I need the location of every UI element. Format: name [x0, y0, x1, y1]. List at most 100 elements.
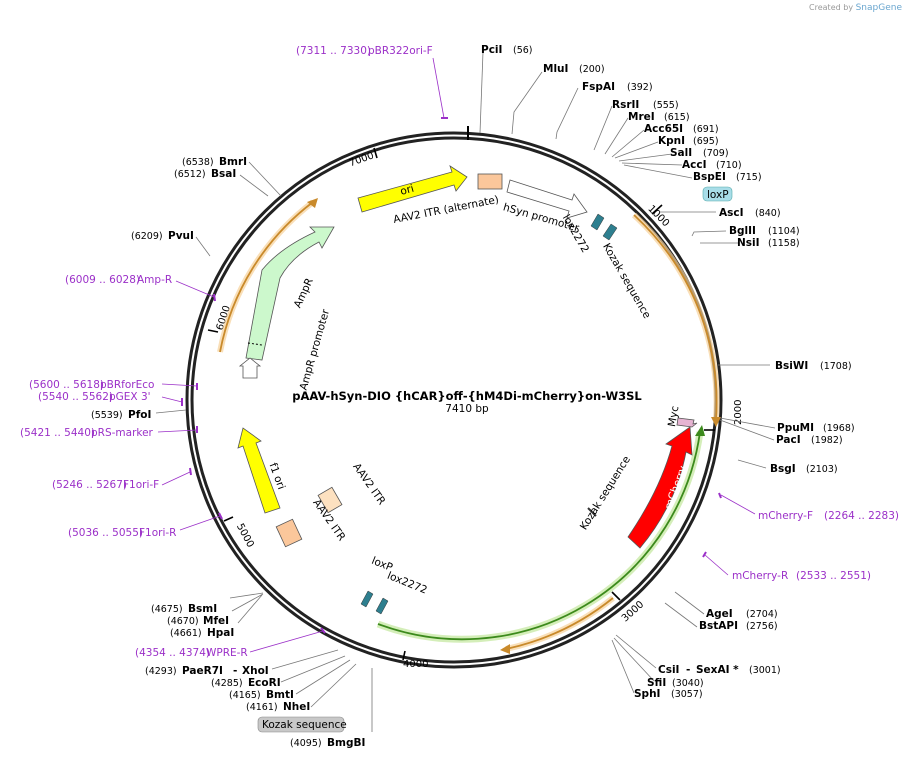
tick-2000: 2000 [733, 400, 744, 425]
enzyme-bglii[interactable]: BglII [729, 225, 756, 237]
enzyme-csii-sep: - [686, 664, 690, 676]
kozak-mid-label: Kozak sequence [578, 454, 633, 532]
enzyme-bstapi-pos: (2756) [746, 621, 778, 632]
primer-pbr322ori-f-range: (7311 .. 7330) [296, 45, 371, 57]
ampr-promoter-feature [238, 357, 262, 379]
primer-pgex3-range: (5540 .. 5562) [38, 391, 113, 403]
enzyme-bmri[interactable]: BmrI [219, 156, 247, 168]
enzyme-bsmi[interactable]: BsmI [188, 603, 217, 615]
enzyme-leaders [155, 51, 776, 732]
enzyme-agei[interactable]: AgeI [706, 608, 733, 620]
kozak-badge[interactable] [257, 716, 345, 733]
primer-wpre-r[interactable]: WPRE-R [206, 647, 248, 659]
enzyme-kpni[interactable]: KpnI [658, 135, 685, 147]
enzyme-rsrii[interactable]: RsrII [612, 99, 639, 111]
enzyme-ppumi[interactable]: PpuMI [777, 422, 814, 434]
loxp-badge[interactable] [702, 186, 733, 202]
enzyme-bstapi[interactable]: BstAPI [699, 620, 738, 632]
enzyme-csii[interactable]: CsiI [658, 664, 679, 676]
enzyme-bsai[interactable]: BsaI [211, 168, 236, 180]
enzyme-sfii[interactable]: SfiI [647, 677, 666, 689]
enzyme-xhoi[interactable]: XhoI [242, 665, 269, 677]
enzyme-sali[interactable]: SalI [670, 147, 692, 159]
enzyme-labels: PciI (56) MluI (200) FspAI (392) RsrII (… [91, 44, 855, 749]
enzyme-acci[interactable]: AccI [682, 159, 706, 171]
enzyme-pcii[interactable]: PciI [481, 44, 502, 56]
primer-pbr322ori-f[interactable]: pBR322ori-F [368, 45, 433, 57]
primer-pgex3[interactable]: pGEX 3' [109, 391, 151, 403]
enzyme-acci-pos: (710) [716, 160, 742, 171]
myc-feature [676, 417, 698, 428]
primer-f1ori-f-range: (5246 .. 5267) [52, 479, 127, 491]
itr-a-label: AAV2 ITR [350, 461, 387, 507]
enzyme-fspai[interactable]: FspAI [582, 81, 615, 93]
tick-3000: 3000 [620, 599, 646, 624]
ampr-feature [245, 226, 335, 361]
enzyme-sexai-pos: (3001) [749, 665, 781, 676]
primer-leaders [157, 57, 756, 653]
snapgene-credit: Created by SnapGene [809, 3, 902, 13]
enzyme-sphi-pos: (3057) [671, 689, 703, 700]
enzyme-sali-pos: (709) [703, 148, 729, 159]
enzyme-nsii[interactable]: NsiI [737, 237, 760, 249]
backbone-outer [185, 131, 723, 669]
enzyme-hpai[interactable]: HpaI [207, 627, 234, 639]
ampr-label: AmpR [292, 276, 316, 310]
lox2272-bottom-label: lox2272 [385, 570, 428, 597]
enzyme-paer7i-sep: - [233, 665, 237, 677]
enzyme-acc65i-pos: (691) [693, 124, 719, 135]
tick-4000: 4000 [403, 659, 428, 670]
enzyme-kpni-pos: (695) [693, 136, 719, 147]
enzyme-pvui-pos: (6209) [131, 231, 163, 242]
lox2272-top-feature [590, 213, 605, 231]
enzyme-sexai[interactable]: SexAI * [696, 664, 739, 676]
enzyme-bspei[interactable]: BspEI [693, 171, 726, 183]
primer-amp-r[interactable]: Amp-R [137, 274, 172, 286]
primer-mcherry-r[interactable]: mCherry-R [732, 570, 788, 582]
enzyme-pfoi-pos: (5539) [91, 410, 123, 421]
myc-label: Myc [666, 405, 682, 428]
enzyme-ppumi-pos: (1968) [823, 423, 855, 434]
primer-prs-marker[interactable]: pRS-marker [91, 427, 154, 439]
enzyme-nsii-pos: (1158) [768, 238, 800, 249]
enzyme-paci[interactable]: PacI [776, 434, 801, 446]
enzyme-pfoi[interactable]: PfoI [128, 409, 151, 421]
enzyme-paer7i-pos: (4293) [145, 666, 177, 677]
primer-f1ori-f[interactable]: F1ori-F [123, 479, 159, 491]
position-ticks [207, 147, 715, 661]
primer-mcherry-f-range: (2264 .. 2283) [824, 510, 899, 522]
kozak-badge-label: Kozak sequence [262, 719, 347, 731]
enzyme-paer7i[interactable]: PaeR7I [182, 665, 223, 677]
primer-mcherry-f[interactable]: mCherry-F [758, 510, 813, 522]
primer-mcherry-r-range: (2533 .. 2551) [796, 570, 871, 582]
enzyme-mfei-pos: (4670) [167, 616, 199, 627]
ampr-promoter-label: AmpR promoter [298, 307, 333, 391]
enzyme-bmti[interactable]: BmtI [266, 689, 294, 701]
primer-f1ori-r-range: (5036 .. 5055) [68, 527, 143, 539]
credit-prefix: Created by [809, 3, 854, 12]
enzyme-mrei[interactable]: MreI [628, 111, 655, 123]
primer-pbrforeco-range: (5600 .. 5618) [29, 379, 104, 391]
primer-pbrforeco[interactable]: pBRforEco [100, 379, 154, 391]
enzyme-bmgbi-pos: (4095) [290, 738, 322, 749]
enzyme-bsai-pos: (6512) [174, 169, 206, 180]
primer-wpre-r-range: (4354 .. 4374) [135, 647, 210, 659]
enzyme-acc65i[interactable]: Acc65I [644, 123, 683, 135]
enzyme-bmgbi[interactable]: BmgBI [327, 737, 365, 749]
enzyme-mlui-pos: (200) [579, 64, 605, 75]
enzyme-bsgi[interactable]: BsgI [770, 463, 796, 475]
loxp-bottom-feature [360, 590, 374, 608]
enzyme-sphi[interactable]: SphI [634, 688, 660, 700]
enzyme-bsiwi-pos: (1708) [820, 361, 852, 372]
enzyme-mfei[interactable]: MfeI [203, 615, 229, 627]
primer-f1ori-r[interactable]: F1ori-R [139, 527, 176, 539]
enzyme-bsiwi[interactable]: BsiWI [775, 360, 808, 372]
enzyme-nhei[interactable]: NheI [283, 701, 310, 713]
enzyme-asci[interactable]: AscI [719, 207, 744, 219]
enzyme-mlui[interactable]: MluI [543, 63, 568, 75]
enzyme-ecori[interactable]: EcoRI [248, 677, 281, 689]
enzyme-bsgi-pos: (2103) [806, 464, 838, 475]
itr-alt-feature [477, 173, 503, 190]
enzyme-pvui[interactable]: PvuI [168, 230, 194, 242]
